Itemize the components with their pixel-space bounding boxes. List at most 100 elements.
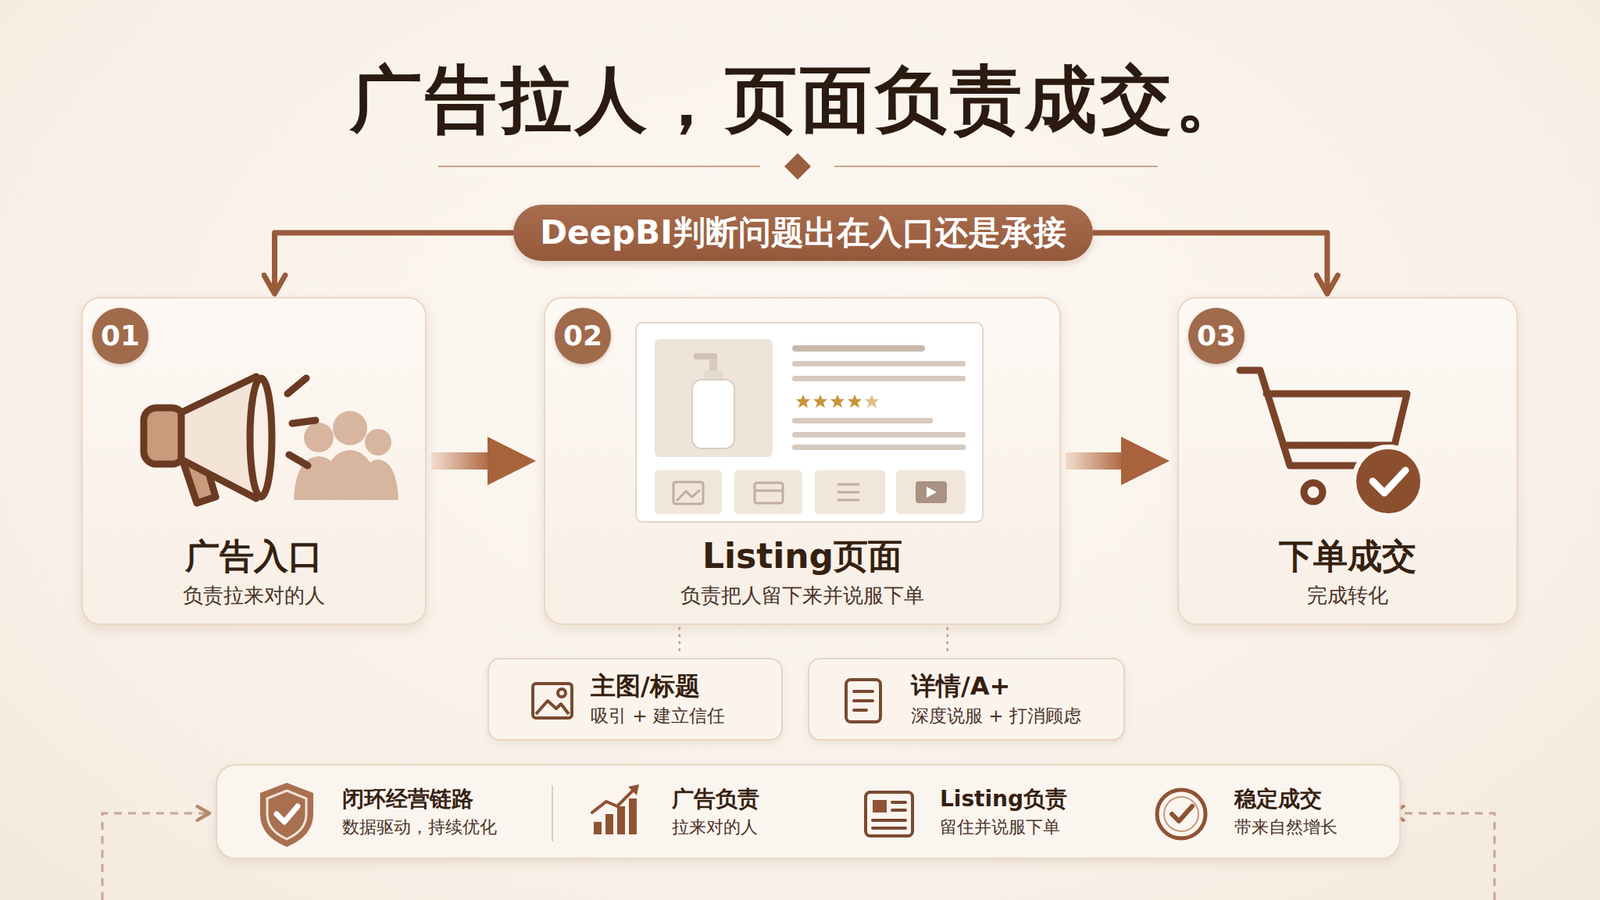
title-rule — [438, 153, 1158, 180]
megaphone-illustration-part-part — [364, 428, 392, 456]
check-circle-icon-part — [1157, 789, 1206, 839]
listing-mockup-illustration-part-part — [864, 394, 879, 408]
detail-box: 详情/A+ 深度说服 + 打消顾虑 — [807, 657, 1125, 741]
stage-box: 下单成交完成转化 03 — [1177, 296, 1518, 625]
listing-icon-part-part — [892, 808, 906, 812]
connector-arrow — [678, 628, 681, 657]
document-icon-part-part — [853, 708, 867, 712]
listing-mockup-illustration-part-part — [792, 417, 933, 424]
cart-illustration-part-part — [1266, 393, 1408, 446]
listing-mockup-illustration-part-part — [847, 394, 862, 408]
question-pill: DeepBI判断问题出在入口还是承接 — [513, 204, 1093, 261]
node-heading: Listing页面 — [702, 535, 903, 578]
listing-mockup-illustration — [545, 298, 1063, 557]
step-badge: 01 — [92, 307, 149, 365]
listing-mockup-illustration-part-part — [896, 470, 966, 515]
listing-mockup-illustration-part-part — [792, 345, 925, 352]
cart-illustration-part-part — [1303, 482, 1323, 502]
listing-mockup-illustration-part-part — [830, 394, 845, 408]
listing-mockup-illustration-part-part — [813, 394, 828, 408]
shield-icon-part — [276, 806, 298, 822]
listing-mockup-illustration-part-part — [792, 360, 966, 367]
connector-arrow — [1092, 232, 1328, 294]
shield-icon-part — [267, 790, 307, 840]
listing-mockup-illustration-part-part — [792, 444, 966, 450]
loop-dashed-line-part — [1391, 813, 1495, 900]
step-badge: 02 — [554, 307, 611, 365]
megaphone-illustration-part-part — [287, 378, 307, 394]
node-heading: 稳定成交 — [1234, 785, 1338, 813]
document-icon-part-part — [853, 689, 873, 693]
listing-mockup-illustration-part-part — [754, 489, 783, 493]
connector-arrow — [431, 452, 488, 470]
listing-mockup-illustration-part-part — [792, 375, 966, 382]
growth-chart-icon — [584, 765, 663, 861]
node-heading: 03 — [1196, 318, 1236, 353]
cart-illustration-part — [1372, 470, 1406, 493]
node-body: 深度说服 + 打消顾虑 — [910, 705, 1105, 728]
node-heading: 详情/A+ — [910, 671, 1105, 701]
node-body: 带来自然增长 — [1234, 817, 1338, 838]
chain-item: 稳定成交带来自然增长 — [1146, 765, 1357, 858]
listing-mockup-illustration-part — [709, 357, 718, 372]
stage-box: 广告入口负责拉来对的人 01 — [81, 296, 427, 625]
node-heading: 02 — [563, 318, 603, 353]
listing-mockup-illustration-part-part — [792, 432, 966, 438]
listing-mockup-illustration-part-part — [837, 491, 860, 494]
image-icon-part — [532, 683, 572, 718]
title-rule-part — [438, 165, 761, 168]
node-body: 完成转化 — [1307, 583, 1389, 608]
document-icon-part — [846, 679, 881, 722]
node-body: 留住并说服下单 — [939, 817, 1068, 838]
listing-icon-part-part — [872, 826, 906, 830]
megaphone-illustration-part-part — [332, 410, 368, 446]
connector-arrow — [1065, 452, 1122, 470]
megaphone-illustration-part — [143, 376, 316, 504]
node-heading: 01 — [100, 318, 140, 353]
check-circle-icon — [1146, 765, 1225, 861]
listing-mockup-illustration-part-part — [673, 482, 704, 504]
listing-mockup-illustration-part-part — [837, 483, 860, 486]
listing-mockup-illustration-part-part — [837, 499, 860, 502]
listing-icon-part — [872, 802, 906, 829]
chain-item: 广告负责拉来对的人 — [584, 765, 779, 858]
listing-mockup-illustration-part — [915, 481, 947, 504]
node-heading: 下单成交 — [1278, 535, 1417, 578]
listing-mockup-illustration-part-part — [796, 394, 811, 408]
listing-mockup-illustration-part-part — [754, 482, 783, 504]
title-rule-part — [784, 153, 811, 180]
node-body: 吸引 + 建立信任 — [590, 705, 763, 728]
growth-chart-icon-part-part — [617, 806, 625, 835]
cart-illustration-part-part — [1239, 370, 1367, 466]
growth-chart-icon-part-part — [593, 821, 602, 835]
check-circle-icon-part — [1164, 796, 1199, 832]
detail-box: 主图/标题吸引 + 建立信任 — [487, 657, 783, 741]
node-body: 负责拉来对的人 — [182, 583, 325, 608]
listing-mockup-illustration-part — [654, 470, 966, 515]
loop-band: 闭环经营链路数据驱动，持续优化 广告负责拉来对的人 Listing负责留住并说服… — [215, 764, 1401, 860]
image-icon-part-part — [535, 700, 569, 715]
listing-mockup-illustration-part — [692, 379, 735, 449]
listing-icon-part-part — [872, 818, 906, 822]
shield-icon — [217, 765, 1387, 861]
listing-mockup-illustration-part — [792, 345, 966, 450]
listing-mockup-illustration-part — [796, 394, 879, 408]
megaphone-illustration-part-part — [289, 454, 308, 466]
loop-dashed-line-part — [102, 813, 210, 900]
document-icon-part-part — [846, 679, 881, 722]
image-icon — [489, 659, 599, 743]
node-heading: Listing负责 — [939, 785, 1068, 813]
node-heading: 广告入口 — [185, 535, 323, 578]
connector-arrow — [946, 628, 949, 657]
image-icon-part-part — [557, 689, 566, 697]
listing-icon-part-part — [892, 800, 906, 804]
check-circle-icon-part — [1171, 806, 1193, 822]
cart-illustration-part — [1353, 446, 1423, 516]
growth-chart-icon-part-part — [605, 814, 614, 835]
listing-mockup-illustration-part — [673, 482, 860, 504]
listing-mockup-illustration-part-part — [734, 470, 803, 515]
listing-mockup-illustration-part — [635, 322, 983, 522]
growth-chart-icon-part — [628, 784, 640, 796]
listing-mockup-illustration-part — [654, 339, 773, 458]
